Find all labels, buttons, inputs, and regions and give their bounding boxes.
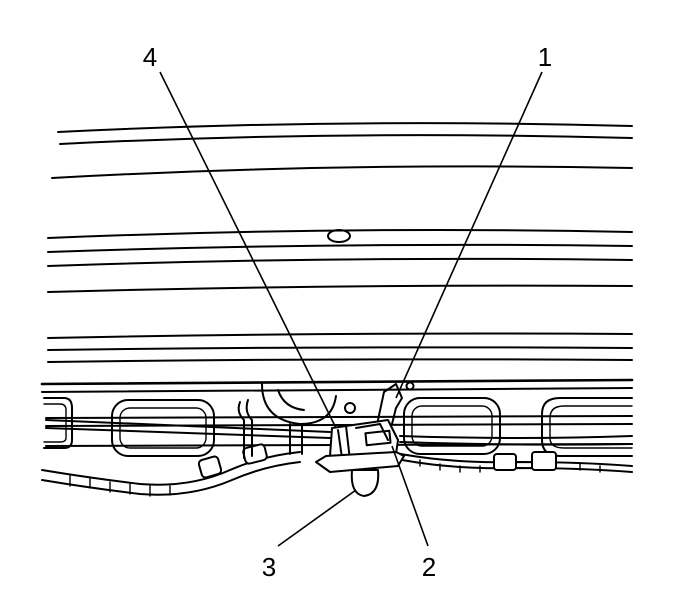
socket-background — [261, 383, 356, 455]
callout-label-1: 1 — [538, 42, 552, 72]
leader-lines — [159, 71, 543, 547]
callout-label-2: 2 — [422, 552, 436, 582]
callout-label-3: 3 — [262, 552, 276, 582]
upper-panel-lines — [47, 122, 633, 363]
lamp-assembly — [315, 383, 405, 497]
callout-label-4: 4 — [143, 42, 157, 72]
panel-hole — [327, 229, 351, 243]
wire-harness — [41, 399, 633, 497]
